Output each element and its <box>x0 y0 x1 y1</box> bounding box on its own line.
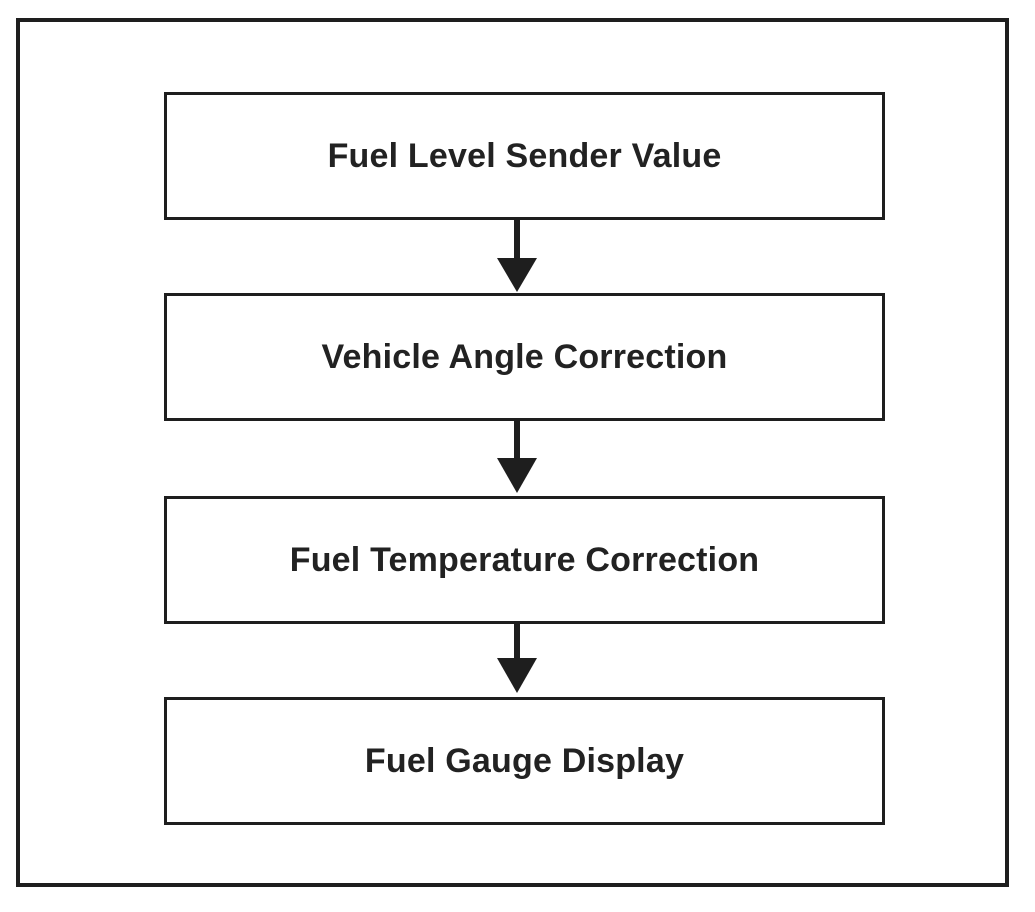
arrow-3 <box>497 624 537 693</box>
node-fuel-level-sender-value: Fuel Level Sender Value <box>164 92 885 220</box>
arrow-2 <box>497 421 537 493</box>
arrow-2-head <box>497 458 537 493</box>
outer-frame <box>16 18 1009 887</box>
node-label: Fuel Temperature Correction <box>289 540 760 579</box>
node-label: Vehicle Angle Correction <box>321 337 728 376</box>
node-label: Fuel Gauge Display <box>364 741 685 780</box>
node-fuel-temperature-correction: Fuel Temperature Correction <box>164 496 885 624</box>
arrow-1-head <box>497 258 537 292</box>
arrow-1 <box>497 220 537 292</box>
arrow-3-head <box>497 658 537 693</box>
node-fuel-gauge-display: Fuel Gauge Display <box>164 697 885 825</box>
node-label: Fuel Level Sender Value <box>327 136 722 175</box>
node-vehicle-angle-correction: Vehicle Angle Correction <box>164 293 885 421</box>
